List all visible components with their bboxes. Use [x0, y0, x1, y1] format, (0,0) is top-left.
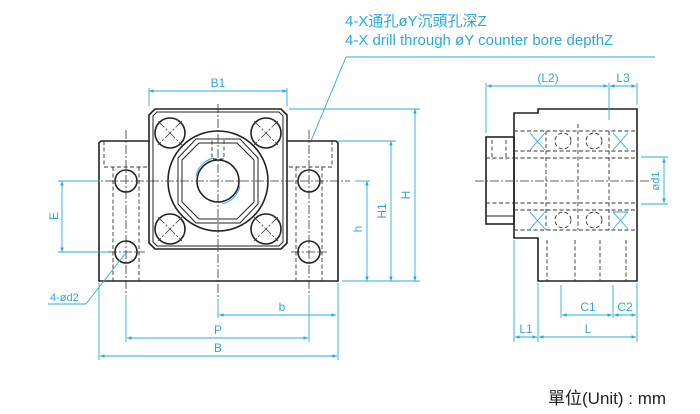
- dim-C2: C2: [617, 300, 633, 314]
- dim-b: b: [279, 300, 286, 314]
- dim-C1: C1: [580, 300, 596, 314]
- dim-P: P: [214, 323, 222, 337]
- front-dimensions: B1 H H1 h E b P B 4-ød2: [47, 76, 420, 360]
- dim-L2: (L2): [537, 71, 558, 85]
- dim-h: h: [351, 226, 365, 233]
- side-view: [475, 108, 650, 282]
- note-english: 4-X drill through øY counter bore depthZ: [345, 32, 614, 49]
- dim-E: E: [47, 212, 61, 220]
- dim-d2: 4-ød2: [50, 292, 79, 304]
- dim-L: L: [585, 322, 592, 336]
- bolt-holes: [154, 117, 282, 245]
- side-dimensions: (L2) L3 ød1 C1 C2 L1 L: [485, 71, 668, 342]
- dim-H1: H1: [375, 203, 389, 219]
- dim-B1: B1: [211, 76, 226, 90]
- note-chinese: 4-X通孔øY沉頭孔深Z: [345, 13, 487, 30]
- note-leader: [310, 56, 655, 142]
- unit-label: 單位(Unit) : mm: [548, 389, 667, 408]
- dim-H: H: [399, 191, 413, 200]
- dim-d1: ød1: [650, 172, 662, 191]
- dim-B: B: [214, 341, 222, 355]
- housing-outline: [98, 108, 339, 282]
- front-view: [90, 104, 350, 300]
- dim-L1: L1: [519, 322, 533, 336]
- dim-L3: L3: [616, 71, 630, 85]
